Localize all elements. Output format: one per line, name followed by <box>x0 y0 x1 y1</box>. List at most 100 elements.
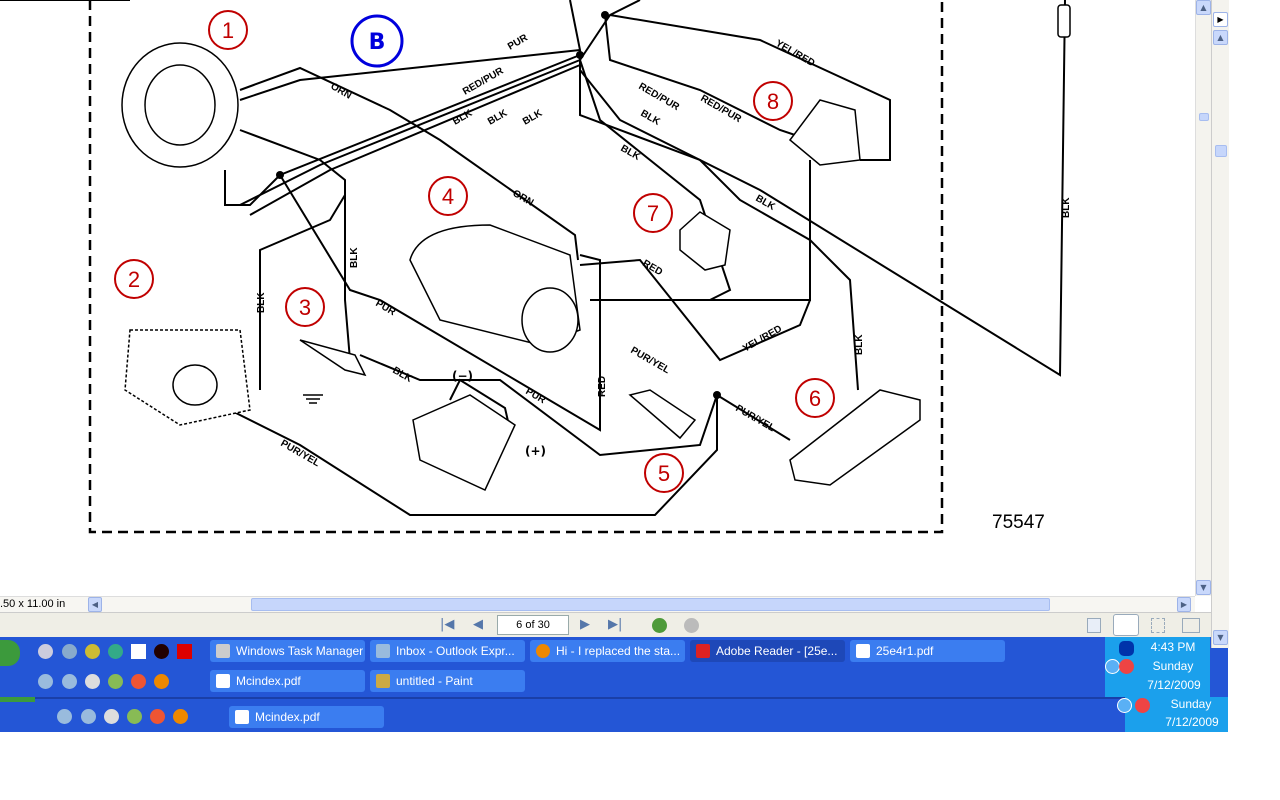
horizontal-scrollbar[interactable]: .50 x 11.00 in ◀ ▶ <box>0 596 1195 612</box>
wire-label: PUR/YEL <box>629 345 672 376</box>
distributor-sensor <box>172 364 218 406</box>
taskbar-button[interactable]: Hi - I replaced the sta... <box>530 640 685 662</box>
taskbar-button[interactable]: Inbox - Outlook Expr... <box>370 640 525 662</box>
battery-negative: (−) <box>452 369 473 383</box>
media-player-icon[interactable] <box>104 709 119 724</box>
quicklaunch-icon[interactable] <box>108 674 123 689</box>
media-player-icon[interactable] <box>85 674 100 689</box>
wire-label: PUR <box>524 386 548 406</box>
start-button-edge[interactable] <box>0 697 35 702</box>
outlook-icon <box>376 644 390 658</box>
taskbar-button[interactable]: Mcindex.pdf <box>229 706 384 728</box>
next-page-button[interactable]: ▶ <box>580 617 590 632</box>
clock-date: 7/12/2009 <box>1147 678 1201 692</box>
continuous-icon[interactable] <box>1113 614 1139 636</box>
firefox-icon[interactable] <box>173 709 188 724</box>
solenoid-8 <box>788 99 861 166</box>
taskbar-button[interactable]: Windows Task Manager <box>210 640 365 662</box>
wire-label: BLK <box>619 143 643 163</box>
quicklaunch-icon[interactable] <box>85 644 100 659</box>
last-page-button[interactable]: ▶| <box>608 617 623 632</box>
single-page-icon[interactable] <box>1087 618 1101 633</box>
scroll-thumb-2[interactable] <box>1215 145 1227 157</box>
callout-1: 1 <box>222 18 234 43</box>
quicklaunch-icon[interactable] <box>177 644 192 659</box>
chrome-icon[interactable] <box>131 674 146 689</box>
group-label: B <box>369 30 386 55</box>
chrome-icon[interactable] <box>150 709 165 724</box>
scroll-right-arrow[interactable]: ▶ <box>1213 12 1228 27</box>
facing-icon[interactable] <box>1151 618 1165 633</box>
taskbar-button[interactable]: untitled - Paint <box>370 670 525 692</box>
taskbar-secondary: Mcindex.pdf Sunday 7/12/2009 <box>0 697 1228 732</box>
wire-label: PUR <box>374 298 398 318</box>
show-hidden-icons-button[interactable] <box>1105 659 1120 674</box>
wire-label: PUR <box>506 32 530 52</box>
taskbar-button[interactable]: Mcindex.pdf <box>210 670 365 692</box>
ground-symbol <box>303 394 323 404</box>
callout-8: 8 <box>767 89 779 114</box>
wire-label: ORN <box>511 188 536 209</box>
continuous-facing-icon[interactable] <box>1182 618 1200 633</box>
scroll-right-button[interactable]: ▶ <box>1177 597 1191 612</box>
clock-date: 7/12/2009 <box>1165 715 1219 729</box>
callout-7: 7 <box>647 201 659 226</box>
wire-label: BLK <box>349 247 360 268</box>
quicklaunch-icon[interactable] <box>154 644 169 659</box>
netscape-icon[interactable] <box>108 644 123 659</box>
wire-label: ORN <box>329 81 354 102</box>
show-desktop-icon[interactable] <box>38 674 53 689</box>
previous-page-button[interactable]: ◀ <box>473 617 483 632</box>
scroll-down-button-2[interactable]: ▼ <box>1213 630 1228 645</box>
pdf-icon <box>216 674 230 688</box>
quicklaunch-icon[interactable] <box>127 709 142 724</box>
firefox-icon <box>536 644 550 658</box>
wire-label: BLK <box>256 292 267 313</box>
wire-label: BLK <box>521 107 545 127</box>
wire-label: BLK <box>639 108 663 128</box>
previous-view-icon[interactable] <box>652 618 667 633</box>
scroll-up-button-2[interactable]: ▲ <box>1213 30 1228 45</box>
scroll-left-button[interactable]: ◀ <box>88 597 102 612</box>
taskbar-button[interactable]: 25e4r1.pdf <box>850 640 1005 662</box>
wire-label: Hi - I replaced the sta... <box>556 644 681 658</box>
callout-2: 2 <box>128 267 140 292</box>
wire-label: BLK <box>854 334 865 355</box>
wire-label: 25e4r1.pdf <box>876 644 934 658</box>
quicklaunch-icon[interactable] <box>38 644 53 659</box>
bluetooth-icon[interactable] <box>1119 641 1134 656</box>
battery <box>412 394 516 491</box>
scroll-down-button[interactable]: ▼ <box>1196 580 1211 595</box>
clock-time[interactable]: 4:43 PM <box>1150 640 1196 654</box>
show-desktop-icon[interactable] <box>57 709 72 724</box>
quicklaunch-icon[interactable] <box>62 674 77 689</box>
tray-icon[interactable] <box>1119 659 1134 674</box>
wire-label: RED <box>597 376 608 397</box>
show-hidden-icons-button[interactable] <box>1117 698 1132 713</box>
wire-label: Inbox - Outlook Expr... <box>396 644 515 658</box>
tray-icon[interactable] <box>1135 698 1150 713</box>
scroll-up-button[interactable]: ▲ <box>1196 0 1211 15</box>
quicklaunch-icon[interactable] <box>62 644 77 659</box>
paint-icon <box>376 674 390 688</box>
start-button[interactable] <box>0 640 20 666</box>
background-window-scrollbar[interactable]: ▶ ▲ ▼ <box>1211 0 1229 648</box>
quicklaunch-icon[interactable] <box>81 709 96 724</box>
wiring-diagram: B 1 2 3 4 5 6 7 8 (−) (+) 75547 PUR ORN … <box>0 0 1072 534</box>
vertical-scrollbar[interactable]: ▲ ▼ <box>1195 0 1211 596</box>
callout-6: 6 <box>809 386 821 411</box>
pdf-icon <box>856 644 870 658</box>
monitor-icon <box>216 644 230 658</box>
firefox-icon[interactable] <box>154 674 169 689</box>
first-page-button[interactable]: |◀ <box>440 617 455 632</box>
wires <box>0 0 1066 516</box>
taskbar-button-active[interactable]: Adobe Reader - [25e... <box>690 640 845 662</box>
page-number-input[interactable]: 6 of 30 <box>497 615 569 635</box>
wire-label: YEL/RED <box>741 323 784 354</box>
next-view-icon[interactable] <box>684 618 699 633</box>
callout-5: 5 <box>658 461 670 486</box>
sender-5 <box>628 389 697 440</box>
scroll-thumb[interactable] <box>1199 113 1209 121</box>
quicklaunch-icon[interactable] <box>131 644 146 659</box>
h-scroll-thumb[interactable] <box>251 598 1050 611</box>
